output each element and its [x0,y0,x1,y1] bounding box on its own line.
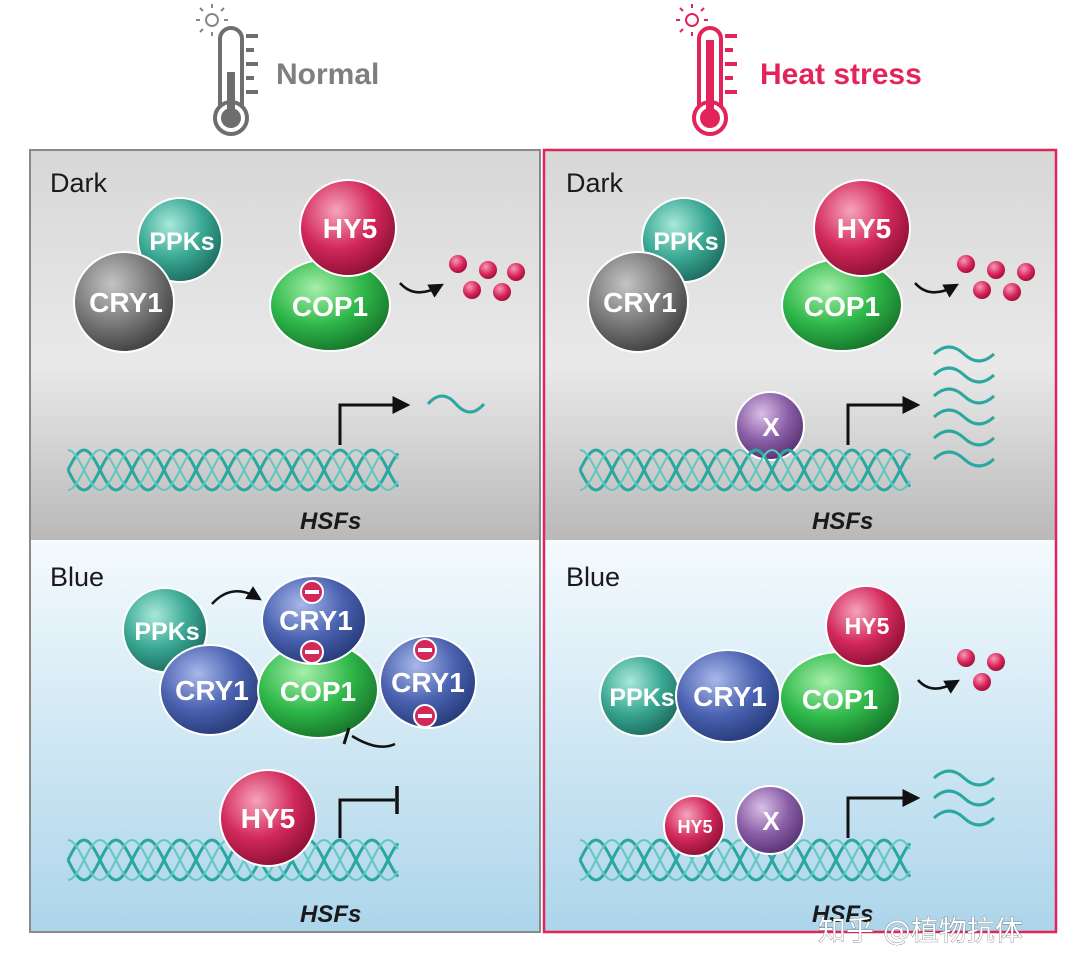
cry1-molecule: CRY1 [675,649,781,743]
minus-charge-icon [300,640,324,664]
thermometer-heat-icon [676,4,737,136]
degradation-arrow [914,282,959,298]
repression-arrow [338,798,395,838]
heat-frame [542,148,1058,934]
condition-heat-label: Heat stress [760,58,922,91]
svg-text:COP1: COP1 [802,684,878,715]
cry1-phosphorylated-molecule: CRY1 [379,635,477,729]
degradation-arrow [917,679,960,694]
svg-text:HY5: HY5 [677,817,712,837]
watermark: 知乎 @植物抗体 [818,914,1023,947]
panel-label-blue-normal: Blue [50,562,104,592]
svg-text:PPKs: PPKs [149,228,214,256]
svg-text:CRY1: CRY1 [175,675,249,706]
svg-text:CRY1: CRY1 [89,287,163,318]
transcription-arrow [338,396,411,445]
mrna-high [932,345,996,468]
svg-text:X: X [762,806,780,836]
ppks-molecule: PPKs [599,655,681,737]
cry1-molecule: CRY1 [73,251,175,353]
gene-label: HSFs [300,901,361,928]
mrna-medium [932,769,996,827]
hy5-molecule: HY5 [219,769,317,867]
dna-helix [66,448,400,492]
svg-text:PPKs: PPKs [653,228,718,256]
minus-charge-icon [300,580,324,604]
gene-label: HSFs [812,901,873,928]
inhibition-arc [351,734,396,748]
degraded-hy5-fragments [449,255,525,301]
degraded-hy5-fragments [957,255,1035,301]
svg-text:HY5: HY5 [323,213,377,244]
degradation-arrow [399,282,444,298]
svg-text:HY5: HY5 [845,613,890,639]
svg-text:PPKs: PPKs [134,618,199,646]
hy5-molecule: HY5 [299,179,397,277]
transcription-arrow [846,789,921,838]
cry1-phosphorylated-molecule: CRY1 [261,575,367,665]
minus-charge-icon [413,638,437,662]
svg-text:PPKs: PPKs [609,684,674,712]
minus-charge-icon [413,704,437,728]
condition-normal-label: Normal [276,58,379,91]
panel-label-dark-heat: Dark [566,168,624,198]
phosphorylation-arrow [211,586,262,605]
gene-label: HSFs [812,508,873,535]
svg-text:HY5: HY5 [837,213,891,244]
transcription-arrow [846,396,921,445]
gene-label: HSFs [300,508,361,535]
dna-helix [578,448,912,492]
svg-text:CRY1: CRY1 [391,667,465,698]
mrna-low [426,394,486,414]
hy5-molecule: HY5 [825,585,907,667]
svg-text:HY5: HY5 [241,803,295,834]
x-factor-molecule: X [735,785,805,855]
panel-label-blue-heat: Blue [566,562,620,592]
svg-text:CRY1: CRY1 [603,287,677,318]
svg-text:CRY1: CRY1 [693,681,767,712]
cop1-molecule: COP1 [781,258,903,352]
panel-label-dark-normal: Dark [50,168,108,198]
cry1-molecule: CRY1 [587,251,689,353]
svg-text:COP1: COP1 [292,291,368,322]
thermometer-normal-icon [196,4,258,136]
svg-text:CRY1: CRY1 [279,605,353,636]
ppks-molecule: PPKs [137,197,223,283]
cop1-molecule: COP1 [257,641,379,739]
cry1-molecule: CRY1 [159,644,261,736]
x-factor-molecule: X [735,391,805,461]
svg-text:COP1: COP1 [280,676,356,707]
cop1-molecule: COP1 [269,258,391,352]
hy5-molecule: HY5 [813,179,911,277]
svg-text:X: X [762,412,780,442]
svg-text:COP1: COP1 [804,291,880,322]
degraded-hy5-fragments [957,649,1005,691]
inhibition-bar [342,727,351,745]
cop1-molecule: COP1 [779,651,901,745]
hy5-molecule: HY5 [663,795,725,857]
normal-frame [29,149,541,933]
